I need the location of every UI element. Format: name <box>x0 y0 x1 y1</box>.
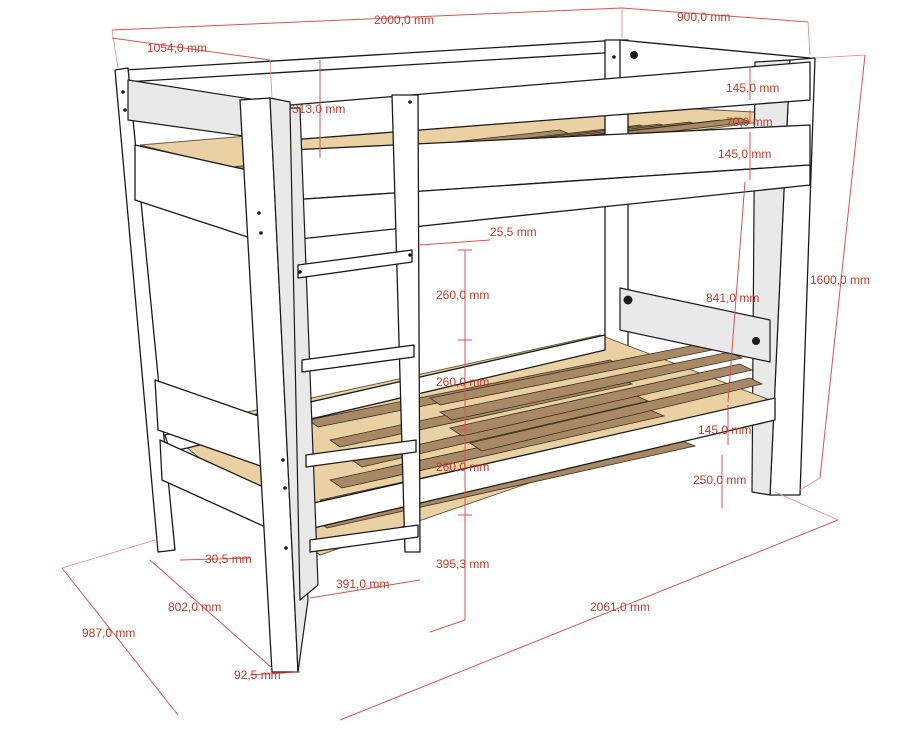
dim-guard-rail-gap: 313,0 mm <box>292 102 345 116</box>
screw-icon <box>123 108 127 112</box>
dim-rung-spacing-1: 260,0 mm <box>436 288 489 302</box>
screw-icon <box>612 55 616 59</box>
screw-icon <box>284 546 288 550</box>
screw-icon <box>298 270 302 274</box>
ladder-rung-2 <box>301 344 415 373</box>
dim-overall-width-bottom: 987,0 mm <box>82 626 135 640</box>
bolt-hole-icon <box>630 51 638 59</box>
screw-icon <box>259 231 263 235</box>
dim-rail-height-lower: 145,0 mm <box>718 147 771 161</box>
dimension-lines <box>61 7 866 721</box>
dim-ladder-width: 391,0 mm <box>336 577 389 591</box>
screw-icon <box>283 486 287 490</box>
screw-icon <box>408 100 412 104</box>
ladder-right-rail <box>391 94 421 553</box>
dim-ladder-bottom-height: 395,3 mm <box>436 557 489 571</box>
dim-floor-clearance: 250,0 mm <box>693 473 746 487</box>
bolt-hole-icon <box>623 295 633 305</box>
dim-overall-width-top: 900,0 mm <box>677 10 730 24</box>
screw-icon <box>121 90 125 94</box>
screw-icon <box>408 253 412 257</box>
dim-overall-length-top: 2000,0 mm <box>374 13 434 27</box>
dim-ladder-rung-depth: 25,5 mm <box>490 225 537 239</box>
ladder-rung-3 <box>305 439 417 468</box>
dim-clearance-between-beds: 841,0 mm <box>706 291 759 305</box>
upper-front-rails <box>289 61 811 241</box>
ladder <box>289 94 421 601</box>
dim-overall-length-bottom: 2061,0 mm <box>590 600 650 614</box>
dim-rung-spacing-3: 260,0 mm <box>436 460 489 474</box>
dim-inner-width: 802,0 mm <box>168 600 221 614</box>
dim-lower-rail-height: 145,0 mm <box>698 423 751 437</box>
dim-rung-spacing-2: 260,0 mm <box>436 375 489 389</box>
dim-post-thickness: 30,5 mm <box>205 552 252 566</box>
ladder-rung-4 <box>309 524 419 553</box>
dim-total-height: 1600,0 mm <box>810 273 870 287</box>
dim-upper-bed-depth: 1054,0 mm <box>147 41 207 55</box>
ladder-rung-1 <box>297 249 413 279</box>
dim-rail-spacing: 70,0 mm <box>726 115 773 129</box>
screw-icon <box>281 458 285 462</box>
dim-post-width: 92,5 mm <box>234 668 281 682</box>
bolt-hole-icon <box>752 337 760 345</box>
screw-icon <box>257 211 261 215</box>
dimension-labels: 2000,0 mm 900,0 mm 1054,0 mm 313,0 mm 14… <box>82 10 870 682</box>
dim-rail-height-upper: 145,0 mm <box>726 81 779 95</box>
ladder-left-rail <box>289 107 319 601</box>
